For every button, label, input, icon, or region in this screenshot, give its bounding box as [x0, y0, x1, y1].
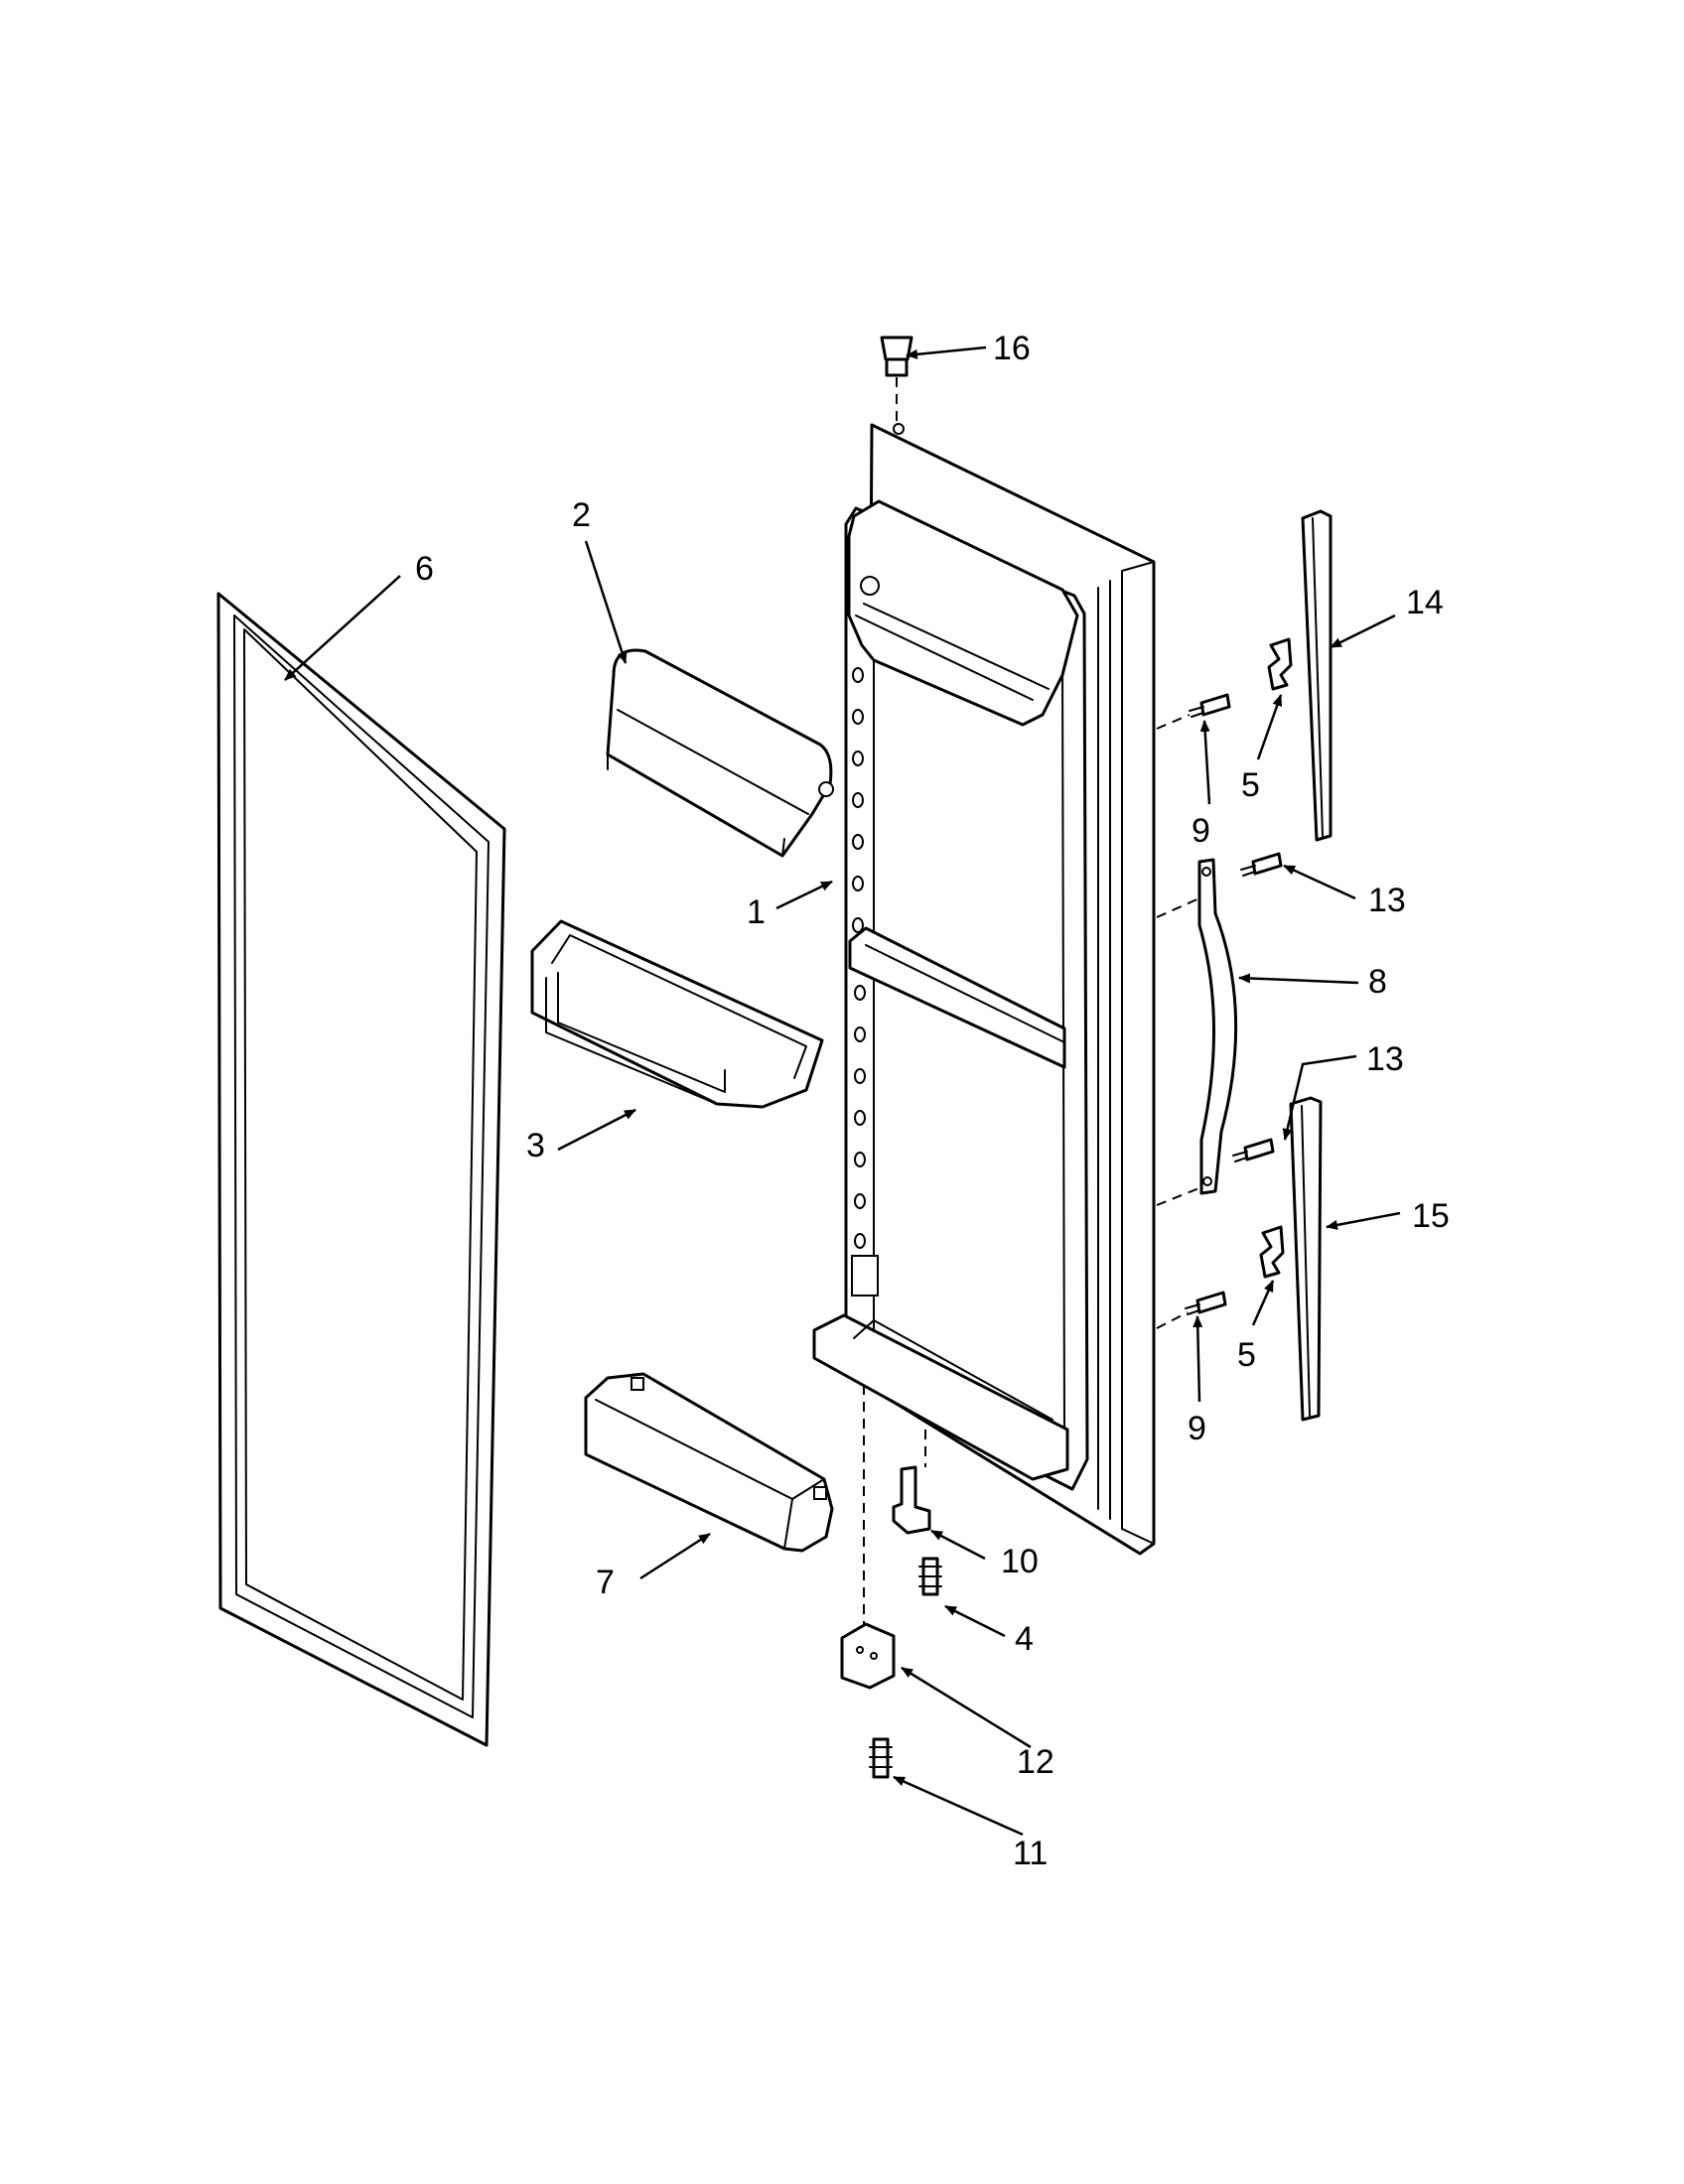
callout-1: 1 [747, 893, 766, 931]
callout-9-upper: 9 [1192, 812, 1210, 850]
callout-13-lower: 13 [1366, 1040, 1404, 1078]
door-plug [880, 336, 913, 425]
door-bin [530, 919, 824, 1109]
callout-5-upper: 5 [1241, 766, 1260, 804]
callout-2: 2 [572, 496, 591, 534]
callout-14: 14 [1406, 584, 1444, 621]
door-handle [1197, 858, 1238, 1195]
handle-screw-lower [1232, 1138, 1275, 1162]
callout-3: 3 [526, 1127, 545, 1164]
trim-clip-upper [1267, 637, 1293, 691]
hinge-screw [918, 1557, 942, 1596]
callout-8: 8 [1368, 963, 1387, 1001]
callout-15: 15 [1412, 1197, 1450, 1235]
alignment-lines [924, 714, 1202, 1467]
top-door-bin [606, 648, 834, 858]
hinge-mounting-screw [869, 1737, 893, 1779]
callout-16: 16 [993, 330, 1031, 367]
upper-trim-strip [1301, 509, 1333, 842]
screw-lower [1185, 1291, 1227, 1315]
hinge-pin [892, 1465, 931, 1535]
shelf-adjustment-holes [852, 667, 866, 1249]
callout-4: 4 [1015, 1620, 1034, 1658]
callout-labels: 1 2 3 4 5 5 6 7 8 9 9 10 11 12 13 13 14 … [415, 330, 1450, 1872]
callout-6: 6 [415, 550, 434, 588]
bottom-hinge [840, 1385, 896, 1690]
handle-screw-upper [1240, 852, 1283, 877]
lower-trim-strip [1289, 1096, 1323, 1422]
callout-10: 10 [1001, 1543, 1039, 1580]
screw-upper [1189, 693, 1231, 718]
leader-lines [284, 345, 1401, 1837]
callout-7: 7 [596, 1564, 615, 1601]
callout-13-upper: 13 [1368, 882, 1406, 919]
door-gasket [216, 592, 506, 1747]
callout-11: 11 [1013, 1835, 1048, 1872]
trim-clip-lower [1259, 1225, 1285, 1279]
callout-9-lower: 9 [1188, 1410, 1206, 1447]
callout-5-lower: 5 [1237, 1336, 1256, 1374]
lower-door-shelf [584, 1372, 834, 1553]
callout-12: 12 [1017, 1743, 1054, 1781]
door-assembly [812, 423, 1156, 1556]
